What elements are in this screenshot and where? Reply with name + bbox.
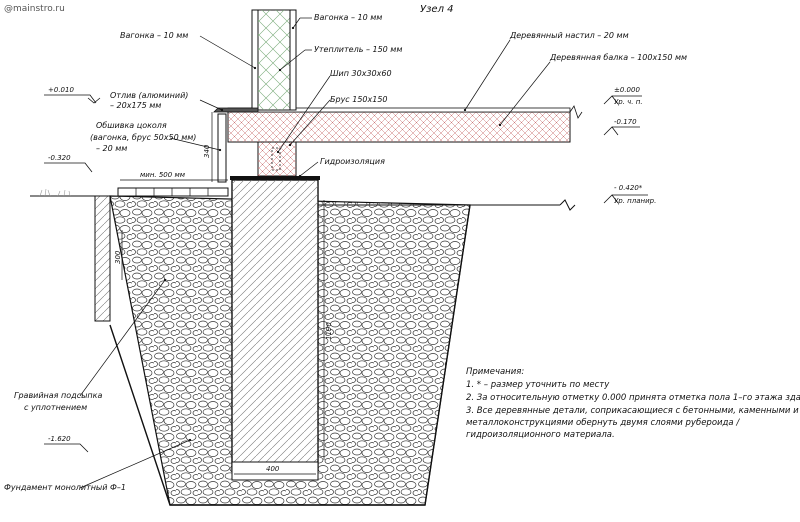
dim-1190: 1190 [325, 322, 333, 340]
label-plinth-1: Обшивка цоколя [96, 121, 167, 130]
level-right-bottom-sub: Ур. планир. [614, 197, 656, 205]
note-4: металлоконструкциями обернуть двумя слоя… [466, 418, 740, 428]
pit-outline [109, 204, 471, 506]
notes-heading: Примечания: [466, 367, 524, 377]
blind-area [94, 187, 229, 322]
label-brus: Брус 150х150 [330, 95, 388, 104]
watermark: @mainstro.ru [4, 4, 65, 14]
dim-340: 340 [203, 144, 211, 158]
grass-marks [39, 188, 71, 197]
dim-min500: мин. 500 мм [140, 171, 186, 179]
notes-block: Примечания: 1. * – размер уточнить по ме… [466, 367, 800, 440]
note-3: 3. Все деревянные детали, соприкасающиес… [466, 406, 799, 416]
level-markers [44, 94, 648, 453]
level-right-mid: -0.170 [614, 118, 637, 126]
label-flashing-1: Отлив (алюминий) [110, 91, 188, 100]
wall-cladding-left [251, 9, 259, 111]
label-waterproofing: Гидроизоляция [320, 157, 385, 166]
label-flashing-2: – 20х175 мм [110, 101, 161, 110]
label-foundation: Фундамент монолитный Ф–1 [4, 483, 126, 492]
level-left-top: +0.010 [48, 86, 74, 94]
level-left-mid: -0.320 [48, 154, 71, 162]
dimension-lines [120, 112, 325, 475]
label-insulation: Утеплитель – 150 мм [314, 45, 402, 54]
drawing-title: Узел 4 [420, 4, 454, 15]
label-backfill-1: Гравийная подсыпка [14, 391, 102, 400]
label-joist: Деревянная балка – 100х150 мм [549, 53, 687, 62]
spike-dowel [271, 147, 281, 171]
waterproofing-layer [230, 176, 320, 180]
note-1: 1. * – размер уточнить по месту [466, 380, 610, 390]
label-plinth-2: (вагонка, брус 50х50 мм) [90, 133, 196, 142]
plinth-cladding [217, 113, 227, 183]
level-right-zero-sub: Ур. ч. п. [614, 98, 643, 106]
foundation-footing [231, 461, 319, 481]
note-5: гидроизоляционного материала. [466, 430, 615, 440]
drip-flashing [213, 107, 259, 113]
leader-lines [79, 17, 551, 489]
label-deck: Деревянный настил – 20 мм [509, 31, 629, 40]
label-spike: Шип 30х30х60 [330, 69, 392, 78]
level-left-bottom: -1.620 [48, 435, 71, 443]
level-right-bottom: - 0.420* [614, 184, 643, 192]
level-right-zero: ±0.000 [614, 86, 640, 94]
label-plinth-3: – 20 мм [96, 144, 127, 153]
dim-300: 300 [114, 250, 122, 264]
dim-400: 400 [266, 465, 280, 473]
label-cladding-left: Вагонка – 10 мм [120, 31, 188, 40]
label-backfill-2: с уплотнением [24, 403, 87, 412]
label-cladding-right: Вагонка – 10 мм [314, 13, 382, 22]
note-2: 2. За относительную отметку 0.000 принят… [466, 393, 800, 403]
